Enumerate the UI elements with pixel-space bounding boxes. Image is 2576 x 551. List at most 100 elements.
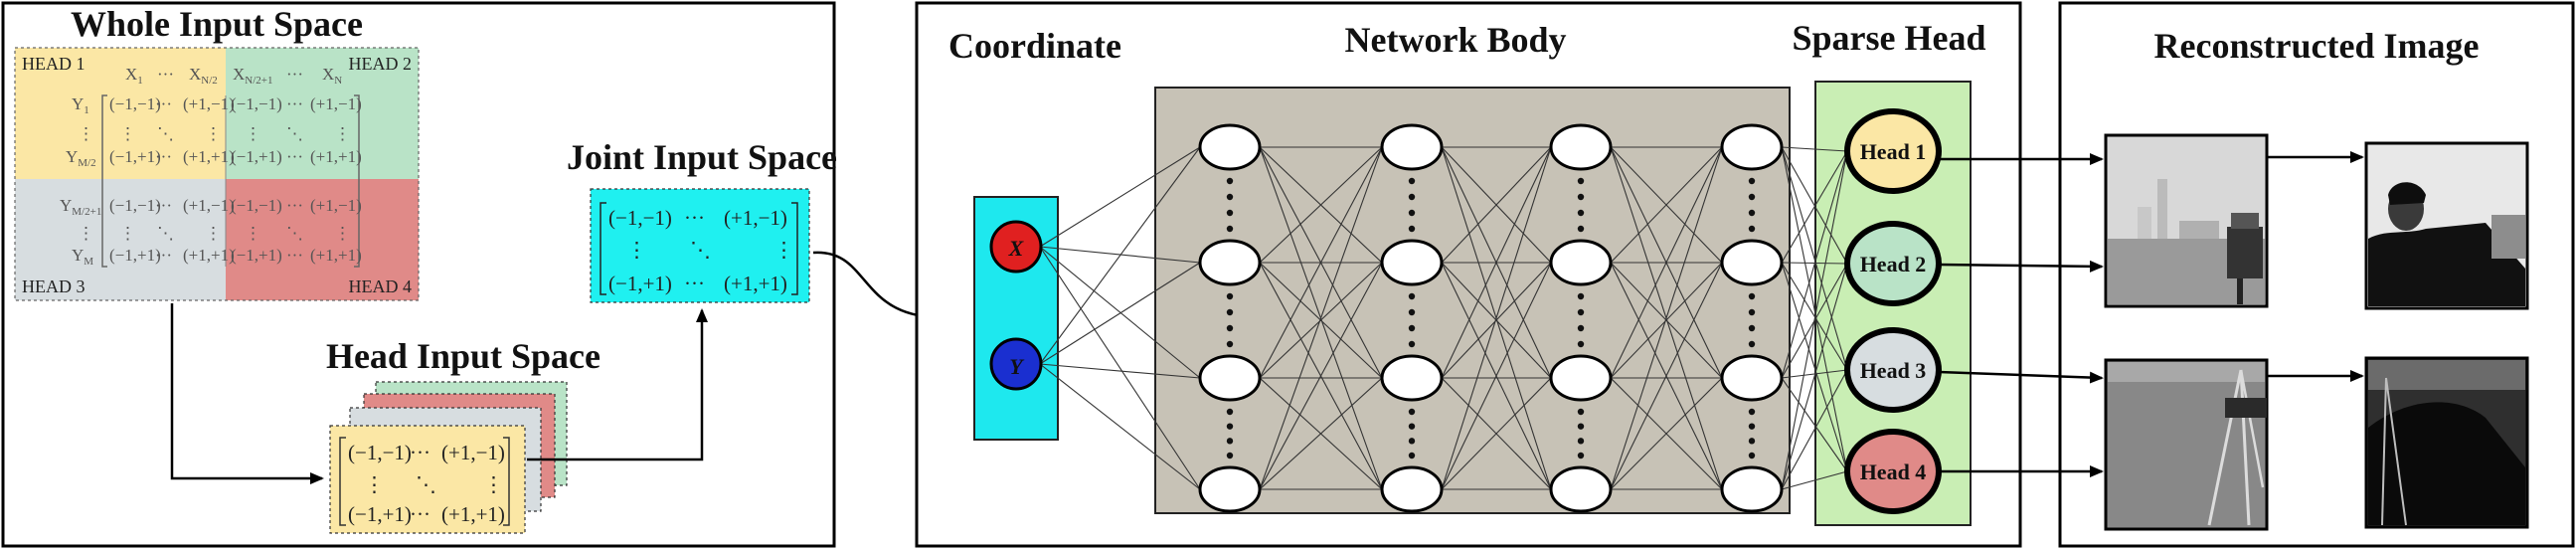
- head3-quadrant: [15, 179, 226, 300]
- svg-text:···: ···: [684, 272, 705, 295]
- ellipsis-dot: [1408, 408, 1416, 416]
- input-node-x: X: [989, 220, 1043, 274]
- head-to-joint-arrow: [527, 308, 708, 461]
- svg-text:(+1,−1): (+1,−1): [183, 196, 235, 215]
- ellipsis-dot: [1577, 209, 1585, 217]
- svg-text:⋱: ⋱: [286, 224, 303, 243]
- ellipsis-dot: [1748, 423, 1756, 430]
- svg-text:⋮: ⋮: [245, 224, 261, 243]
- svg-text:···: ···: [410, 502, 430, 526]
- svg-text:⋮: ⋮: [119, 124, 136, 143]
- ellipsis-dot: [1748, 408, 1756, 416]
- network-edge: [1781, 146, 1848, 472]
- svg-text:(+1,+1): (+1,+1): [724, 272, 787, 295]
- network-edge: [1781, 262, 1848, 371]
- network-edge: [1781, 150, 1848, 379]
- svg-text:(+1,+1): (+1,+1): [183, 246, 235, 265]
- network-edge: [1610, 146, 1723, 490]
- ellipsis-dot: [1226, 308, 1234, 316]
- svg-text:⋮: ⋮: [245, 124, 261, 143]
- hidden-neuron: [1198, 354, 1262, 402]
- svg-text:Head 4: Head 4: [1860, 459, 1927, 484]
- network-edge: [1039, 363, 1201, 379]
- hidden-neuron: [1380, 354, 1444, 402]
- ellipsis-dot: [1226, 193, 1234, 201]
- ellipsis-dot: [1748, 225, 1756, 233]
- network-edge: [1781, 146, 1848, 152]
- network-edge: [1610, 146, 1723, 264]
- network-edge: [1781, 150, 1848, 264]
- hidden-neuron: [1549, 123, 1613, 171]
- svg-text:···: ···: [157, 65, 174, 84]
- svg-text:(+1,−1): (+1,−1): [183, 94, 235, 113]
- network-edge: [1610, 262, 1723, 490]
- ellipsis-dot: [1748, 193, 1756, 201]
- hidden-neuron: [1720, 239, 1784, 286]
- network-edge: [1039, 146, 1201, 365]
- svg-text:(−1,+1): (−1,+1): [231, 147, 282, 166]
- svg-text:(+1,+1): (+1,+1): [310, 246, 362, 265]
- svg-text:Y: Y: [1009, 354, 1025, 379]
- svg-text:XN: XN: [322, 65, 342, 87]
- hidden-neuron: [1720, 123, 1784, 171]
- ellipsis-dot: [1577, 308, 1585, 316]
- hidden-neuron: [1720, 465, 1784, 513]
- ellipsis-dot: [1748, 292, 1756, 300]
- svg-text:(−1,+1): (−1,+1): [109, 246, 161, 265]
- whole-to-head-arrow: [170, 303, 324, 484]
- network-edge: [1259, 262, 1383, 379]
- ellipsis-dot: [1748, 452, 1756, 459]
- head2-quadrant-label: HEAD 2: [349, 54, 413, 74]
- svg-text:(+1,−1): (+1,−1): [441, 441, 505, 464]
- svg-text:···: ···: [684, 206, 705, 230]
- svg-text:(−1,+1): (−1,+1): [608, 272, 672, 295]
- hidden-neuron: [1198, 465, 1262, 513]
- svg-text:Head 2: Head 2: [1860, 252, 1927, 276]
- row-headers: Y1 ⋮ YM/2 YM/2+1 ⋮ YM: [60, 94, 101, 268]
- network-edge: [1610, 146, 1723, 379]
- network-edge: [1441, 146, 1552, 490]
- svg-text:X1: X1: [125, 65, 143, 87]
- svg-text:⋮: ⋮: [364, 472, 385, 496]
- network-edge: [1259, 377, 1383, 490]
- partial-image-top: [2104, 133, 2269, 308]
- ellipsis-dot: [1577, 452, 1585, 459]
- ellipsis-dot: [1577, 225, 1585, 233]
- ellipsis-dot: [1226, 209, 1234, 217]
- svg-text:(+1,+1): (+1,+1): [183, 147, 235, 166]
- hidden-neuron: [1720, 354, 1784, 402]
- svg-text:···: ···: [286, 246, 303, 265]
- svg-text:(+1,−1): (+1,−1): [310, 94, 362, 113]
- network-edge: [1039, 246, 1201, 490]
- ellipsis-dot: [1748, 308, 1756, 316]
- network-edge: [1441, 146, 1552, 264]
- whole-matrix-cells: (−1,−1) ··· (+1,−1) ⋮ ⋱ ⋮ (−1,+1) ··· (+…: [109, 94, 362, 265]
- ellipsis-dot: [1577, 408, 1585, 416]
- svg-text:(−1,−1): (−1,−1): [109, 94, 161, 113]
- ellipsis-dot: [1408, 324, 1416, 332]
- coordinate-title: Coordinate: [948, 26, 1121, 66]
- network-edge: [1259, 262, 1383, 490]
- joint-input-space-title: Joint Input Space: [567, 137, 837, 177]
- network-edge: [1781, 262, 1848, 472]
- hidden-neuron: [1549, 465, 1613, 513]
- head-node-2: Head 2: [1844, 221, 1942, 306]
- svg-text:X: X: [1008, 236, 1025, 261]
- svg-text:···: ···: [410, 441, 430, 464]
- head-input-front-card: [329, 425, 526, 534]
- ellipsis-dot: [1748, 324, 1756, 332]
- svg-text:⋮: ⋮: [119, 224, 136, 243]
- svg-text:···: ···: [155, 147, 172, 166]
- svg-text:⋮: ⋮: [334, 224, 351, 243]
- svg-text:⋮: ⋮: [78, 124, 94, 143]
- head1-quadrant: [15, 48, 226, 179]
- head3-quadrant-label: HEAD 3: [22, 276, 86, 296]
- svg-text:⋮: ⋮: [626, 238, 647, 262]
- svg-text:···: ···: [286, 147, 303, 166]
- head-input-space-title: Head Input Space: [326, 336, 601, 376]
- ellipsis-dot: [1226, 452, 1234, 459]
- network-edge: [1781, 146, 1848, 371]
- svg-text:Y1: Y1: [72, 94, 89, 116]
- svg-text:XN/2: XN/2: [189, 65, 218, 87]
- svg-text:YM/2+1: YM/2+1: [60, 196, 101, 218]
